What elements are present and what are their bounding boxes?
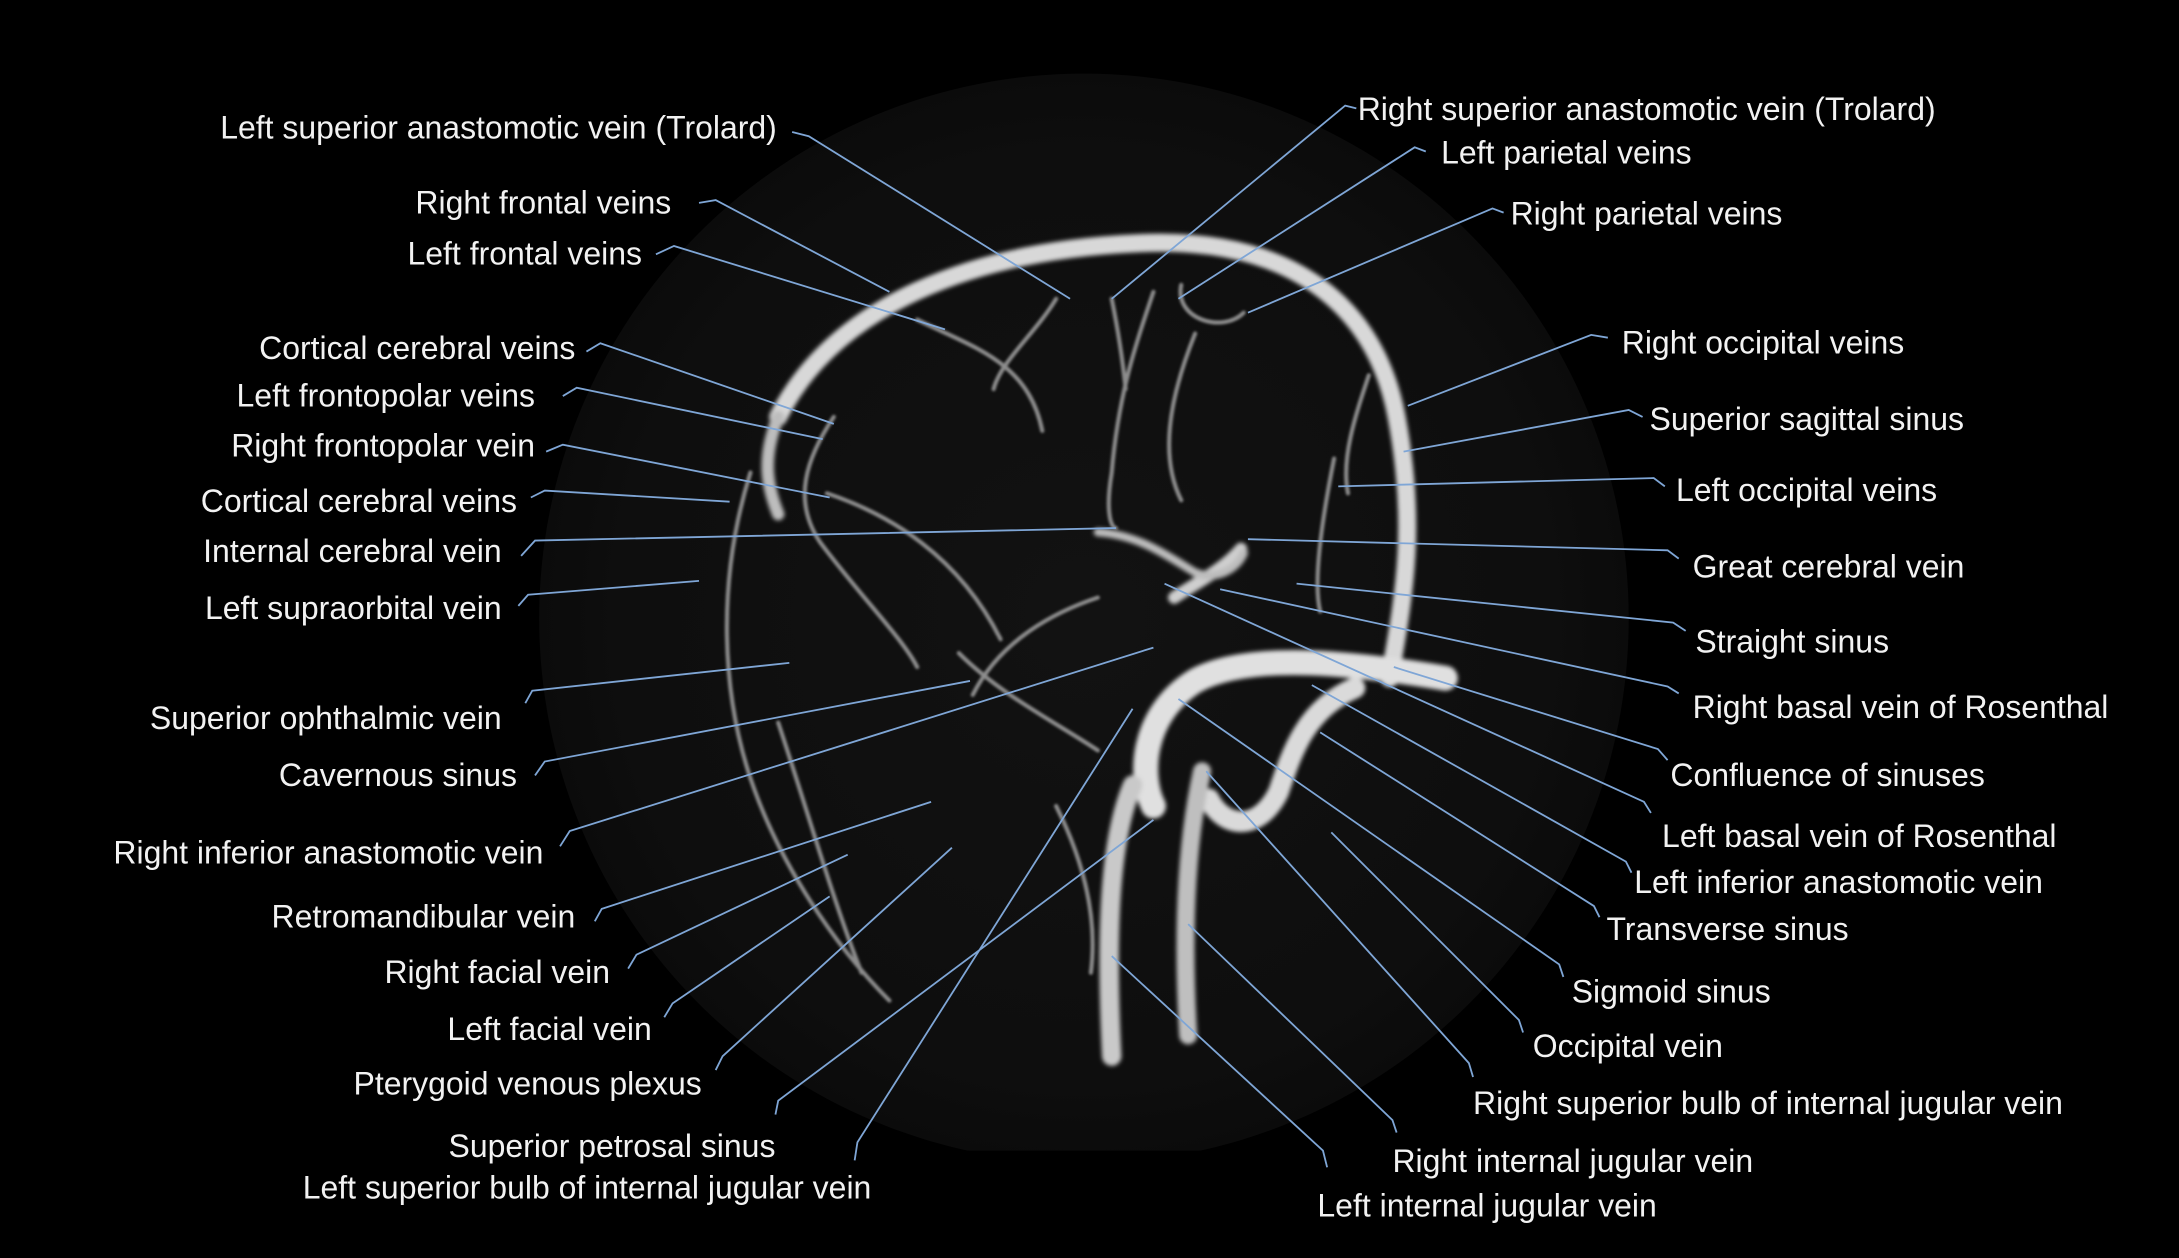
leader-line-right-superior-bulb-of-internal-jugular-vein [1205,770,1474,1078]
label-cortical-cerebral-veins: Cortical cerebral veins [259,330,576,367]
leader-line-superior-ophthalmic-vein [524,661,790,704]
leader-line-left-parietal-veins [1177,146,1427,300]
label-left-frontal-veins: Left frontal veins [407,235,643,272]
label-straight-sinus: Straight sinus [1695,623,1890,660]
label-left-parietal-veins: Left parietal veins [1441,134,1692,171]
leader-line-straight-sinus [1296,582,1687,632]
leader-line-right-parietal-veins [1247,207,1504,314]
label-left-superior-anastomotic-vein-trolard: Left superior anastomotic vein (Trolard) [220,109,777,146]
label-left-supraorbital-vein: Left supraorbital vein [204,589,502,627]
label-right-internal-jugular-vein: Right internal jugular vein [1392,1143,1754,1180]
leader-line-left-occipital-veins [1338,477,1666,488]
leader-line-left-facial-vein [663,895,831,1018]
label-left-basal-vein-of-rosenthal: Left basal vein of Rosenthal [1662,817,2057,854]
label-sigmoid-sinus: Sigmoid sinus [1571,973,1771,1010]
label-right-basal-vein-of-rosenthal: Right basal vein of Rosenthal [1692,688,2109,725]
label-left-internal-jugular-vein: Left internal jugular vein [1317,1187,1657,1224]
leader-line-left-inferior-anastomotic-vein [1311,684,1633,874]
leader-line-left-supraorbital-vein [517,579,700,607]
label-cavernous-sinus: Cavernous sinus [278,756,517,793]
leader-line-retromandibular-vein [593,800,932,922]
leader-line-left-internal-jugular-vein [1111,955,1329,1168]
label-right-frontal-veins: Right frontal veins [415,184,672,221]
label-right-inferior-anastomotic-vein: Right inferior anastomotic vein [113,834,544,871]
leader-line-left-frontal-veins [655,245,946,331]
label-superior-ophthalmic-vein: Superior ophthalmic vein [149,699,502,736]
leader-line-right-basal-vein-of-rosenthal [1219,588,1680,695]
label-left-superior-bulb-of-internal-jugular-vein: Left superior bulb of internal jugular v… [302,1169,872,1206]
label-transverse-sinus: Transverse sinus [1606,910,1849,948]
label-left-inferior-anastomotic-vein: Left inferior anastomotic vein [1634,863,2043,900]
leader-line-right-frontopolar-vein [545,443,830,499]
leader-line-confluence-of-sinuses [1393,666,1669,761]
leader-line-left-frontopolar-veins [562,386,823,441]
label-right-parietal-veins: Right parietal veins [1510,195,1783,232]
leader-line-right-frontal-veins [698,199,890,293]
label-right-frontopolar-vein: Right frontopolar vein [231,427,536,464]
imaging-field [539,73,1629,1151]
leader-line-left-superior-anastomotic-vein-trolard [791,131,1071,300]
leader-line-right-occipital-veins [1407,333,1608,407]
label-right-facial-vein: Right facial vein [384,954,611,991]
leader-line-left-basal-vein-of-rosenthal [1164,582,1652,814]
leader-lines [517,104,1687,1168]
label-superior-sagittal-sinus: Superior sagittal sinus [1649,400,1965,438]
leader-line-pterygoid-venous-plexus [714,847,953,1071]
leader-line-right-facial-vein [627,853,849,970]
leader-line-cavernous-sinus [534,680,971,776]
leader-line-right-inferior-anastomotic-vein [559,646,1154,847]
leader-line-occipital-vein [1330,831,1524,1033]
leader-line-internal-cerebral-vein [520,527,1116,557]
leader-line-cortical-cerebral-veins [585,342,835,425]
label-left-frontopolar-veins: Left frontopolar veins [236,377,536,414]
vessels [761,233,1458,1066]
label-left-occipital-veins: Left occipital veins [1675,471,1938,508]
label-left-facial-vein: Left facial vein [447,1010,652,1048]
leader-line-right-superior-anastomotic-vein-trolard [1111,104,1357,300]
label-superior-petrosal-sinus: Superior petrosal sinus [448,1127,776,1164]
label-right-occipital-veins: Right occipital veins [1621,324,1905,361]
label-occipital-vein: Occipital vein [1532,1027,1723,1064]
label-retromandibular-vein: Retromandibular vein [271,898,576,935]
leader-line-transverse-sinus [1319,731,1601,918]
label-right-superior-anastomotic-vein-trolard: Right superior anastomotic vein (Trolard… [1357,91,1936,128]
leader-line-right-internal-jugular-vein [1187,923,1398,1133]
leader-line-superior-petrosal-sinus [774,819,1154,1115]
leader-line-cortical-cerebral-veins [530,489,730,503]
cortical-veins [724,282,1371,1003]
label-internal-cerebral-vein: Internal cerebral vein [203,532,502,570]
label-pterygoid-venous-plexus: Pterygoid venous plexus [353,1065,702,1102]
leader-line-superior-sagittal-sinus [1403,409,1643,453]
leader-line-sigmoid-sinus [1177,698,1565,978]
label-great-cerebral-vein: Great cerebral vein [1692,548,1965,585]
leader-line-left-superior-bulb-of-internal-jugular-vein [853,708,1134,1161]
label-cortical-cerebral-veins: Cortical cerebral veins [200,482,517,520]
label-confluence-of-sinuses: Confluence of sinuses [1670,756,1985,793]
leader-line-great-cerebral-vein [1247,538,1680,560]
label-right-superior-bulb-of-internal-jugular-vein: Right superior bulb of internal jugular … [1473,1084,2063,1121]
